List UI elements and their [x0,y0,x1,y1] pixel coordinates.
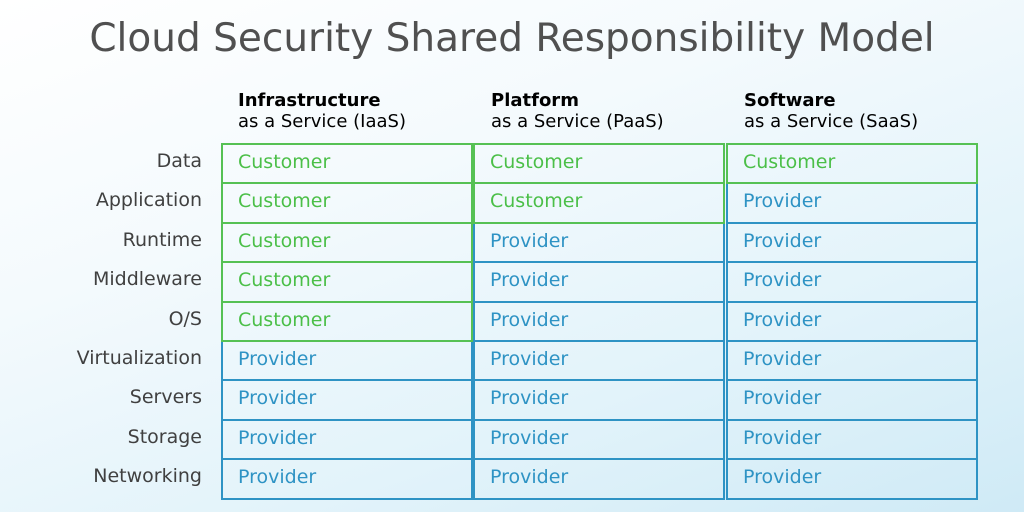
matrix-cell: Provider [473,419,725,460]
row-label-application: Application [95,189,202,211]
column-heading-title: Platform [491,90,579,111]
matrix-cell: Customer [473,182,725,224]
matrix-cell: Customer [221,143,473,184]
matrix-cell: Provider [473,261,725,303]
matrix-cell: Provider [221,340,473,381]
column-heading-paas: Platform as a Service (PaaS) [491,90,741,132]
matrix-cell: Customer [221,182,473,224]
matrix-cell: Provider [726,458,978,500]
row-label-runtime: Runtime [122,229,202,251]
column-heading-subtitle: as a Service (PaaS) [491,111,664,132]
matrix-cell: Provider [726,419,978,460]
matrix-cell: Provider [726,261,978,303]
column-heading-subtitle: as a Service (IaaS) [238,111,406,132]
matrix-cell: Provider [221,379,473,421]
page-title: Cloud Security Shared Responsibility Mod… [89,16,935,61]
column-heading-saas: Software as a Service (SaaS) [744,90,994,132]
matrix-cell: Provider [221,458,473,500]
matrix-cell: Provider [726,182,978,224]
matrix-cell: Customer [221,261,473,303]
matrix-cell: Provider [473,222,725,263]
row-label-networking: Networking [93,465,202,487]
matrix-cell: Provider [473,301,725,342]
matrix-cell: Provider [726,379,978,421]
row-label-storage: Storage [127,426,202,448]
matrix-cell: Provider [726,340,978,381]
row-label-virtualization: Virtualization [76,347,202,369]
row-label-data: Data [156,150,202,172]
matrix-cell: Customer [726,143,978,184]
column-heading-subtitle: as a Service (SaaS) [744,111,919,132]
column-heading-title: Software [744,90,836,111]
matrix-cell: Provider [473,340,725,381]
matrix-cell: Customer [221,301,473,342]
row-label-middleware: Middleware [92,268,202,290]
matrix-cell: Provider [473,458,725,500]
column-heading-iaas: Infrastructure as a Service (IaaS) [238,90,488,132]
matrix-cell: Provider [726,222,978,263]
matrix-cell: Provider [221,419,473,460]
matrix-cell: Customer [221,222,473,263]
column-heading-title: Infrastructure [238,90,381,111]
row-label-servers: Servers [129,386,202,408]
matrix-cell: Customer [473,143,725,184]
matrix-cell: Provider [473,379,725,421]
row-label-o-s: O/S [168,308,202,330]
matrix-cell: Provider [726,301,978,342]
